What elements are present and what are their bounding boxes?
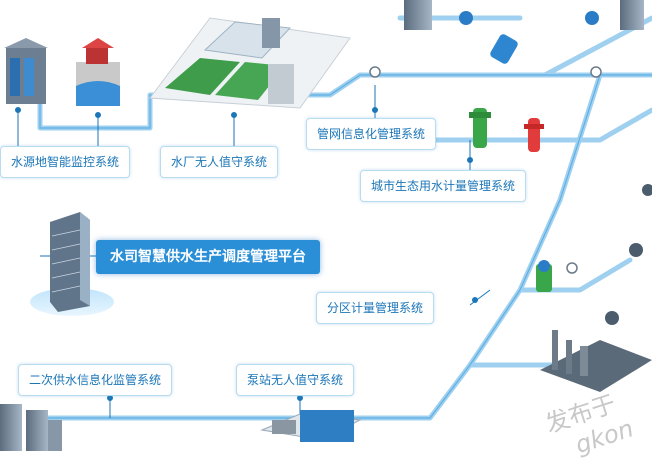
residential-buildings-icon [0,404,62,451]
platform-title[interactable]: 水司智慧供水生产调度管理平台 [96,240,320,274]
system-label-water-plant[interactable]: 水厂无人值守系统 [160,146,279,178]
gauge-icon [590,66,602,78]
system-label-pipe-network[interactable]: 管网信息化管理系统 [306,118,437,150]
pipe-valves-icon [605,184,652,325]
flow-meter-icon [536,260,552,292]
water-source-icon [4,38,48,104]
water-house-icon [76,38,120,106]
hydrant-icons [469,108,544,152]
system-label-ecological-water[interactable]: 城市生态用水计量管理系统 [360,170,527,202]
network-diagram [0,0,652,451]
system-label-water-source[interactable]: 水源地智能监控系统 [0,146,131,178]
headquarters-building-icon [30,212,114,316]
gauge-icon [369,66,381,78]
system-label-district-metering[interactable]: 分区计量管理系统 [316,292,435,324]
top-buildings-icon [404,0,644,64]
system-label-pump-station[interactable]: 泵站无人值守系统 [236,364,355,396]
factory-icon [540,330,652,392]
water-pipes [27,15,652,421]
pressure-gauges [369,66,602,274]
pump-station-icon [260,410,362,442]
system-label-secondary-supply[interactable]: 二次供水信息化监管系统 [18,364,173,396]
water-plant-icon [149,17,351,109]
gauge-icon [566,262,578,274]
